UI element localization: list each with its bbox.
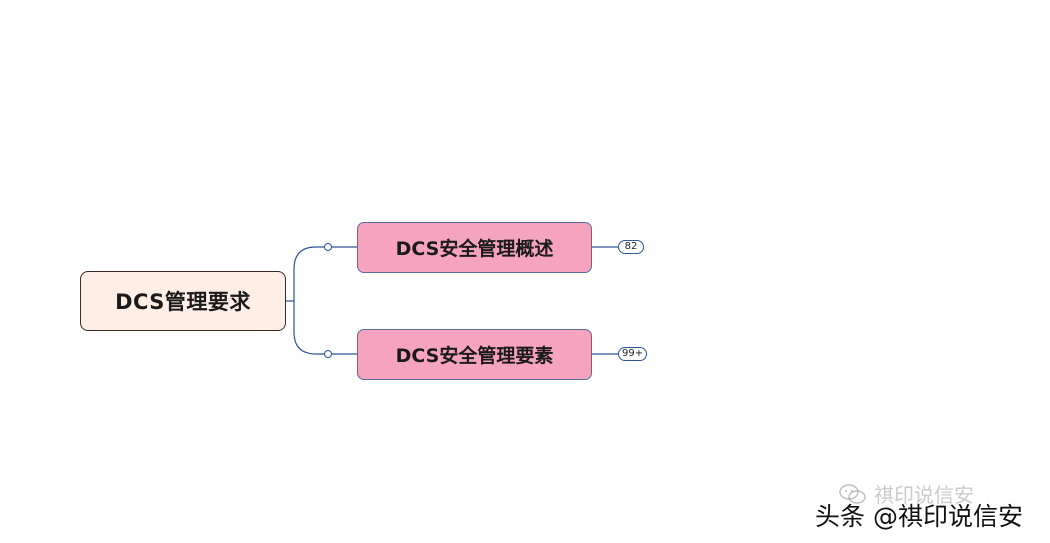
- branch-topic-overview[interactable]: DCS安全管理概述: [357, 222, 592, 273]
- faded-watermark-text: 祺印说信安: [874, 483, 974, 507]
- root-topic[interactable]: DCS管理要求: [80, 271, 286, 331]
- collapse-toggle-2[interactable]: [324, 350, 332, 358]
- faded-watermark: 祺印说信安: [838, 479, 974, 508]
- source-watermark: 头条 @祺印说信安: [815, 502, 1023, 531]
- collapsed-count-badge-overview[interactable]: 82: [618, 240, 644, 254]
- branch-connector-2: [293, 301, 357, 355]
- wechat-icon: [839, 483, 866, 504]
- branch-connector-1: [293, 246, 357, 301]
- collapsed-count-badge-elements[interactable]: 99+: [618, 347, 648, 361]
- branch-topic-elements[interactable]: DCS安全管理要素: [357, 329, 592, 380]
- collapse-toggle-1[interactable]: [324, 243, 332, 251]
